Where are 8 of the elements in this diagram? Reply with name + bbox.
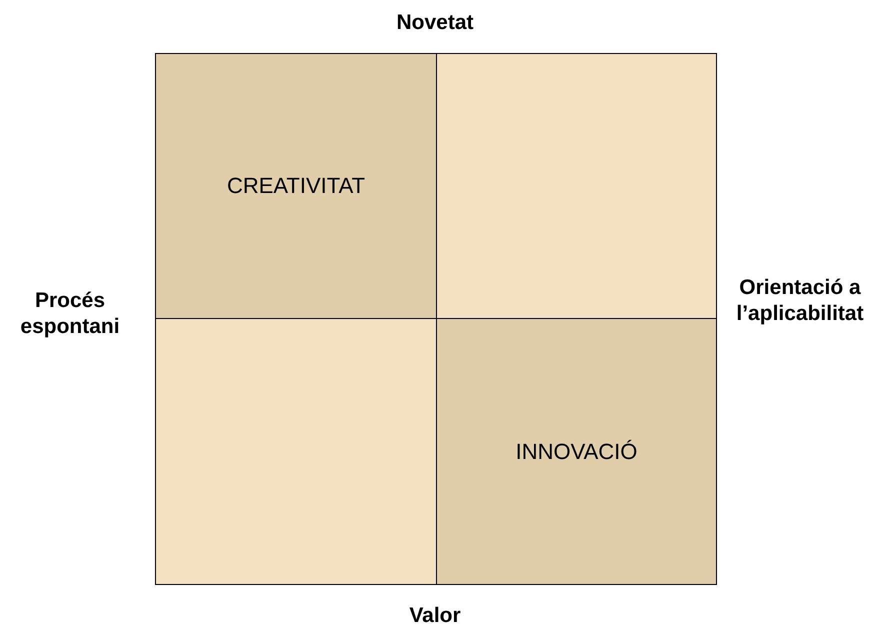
axis-label: Novetat [395, 10, 475, 36]
axis-label: Procés espontani [19, 288, 121, 340]
quadrant-label: CREATIVITAT [226, 173, 366, 199]
axis-label: Orientació a l’aplicabilitat [735, 275, 865, 327]
quadrant-box [436, 318, 717, 585]
quadrant-label: INNOVACIÓ [516, 438, 638, 464]
quadrant-box [155, 53, 437, 319]
axis-label: Valor [408, 603, 462, 628]
